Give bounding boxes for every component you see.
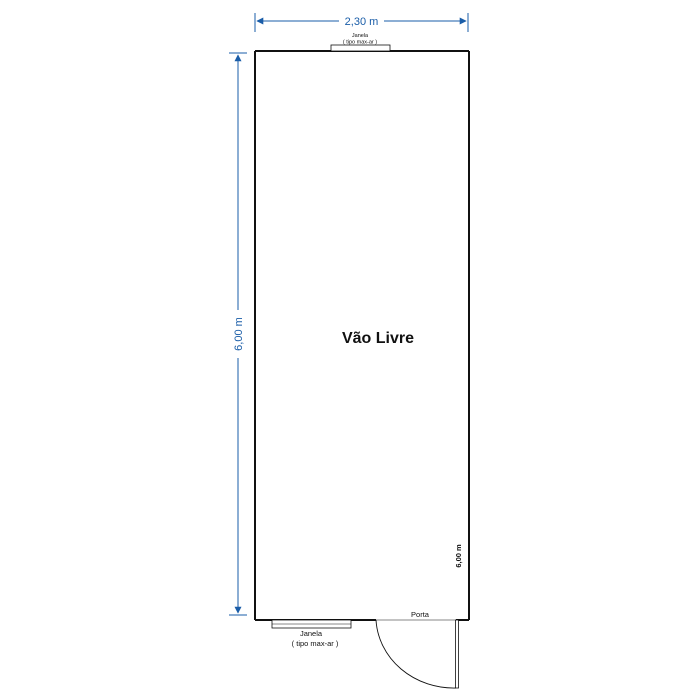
- door: Porta 6,00 m: [375, 544, 463, 689]
- door-swing-arc: [375, 619, 457, 689]
- door-label: Porta: [411, 610, 430, 619]
- room-label: Vão Livre: [342, 330, 414, 347]
- top-window-type: ( tipo max-ar ): [343, 40, 377, 46]
- door-leaf: [455, 619, 459, 689]
- top-window-label: Janela: [352, 33, 369, 39]
- width-dimension: 2,30 m: [254, 13, 469, 32]
- door-side-dimension: 6,00 m: [454, 544, 463, 568]
- width-label: 2,30 m: [345, 16, 379, 28]
- height-dimension: 6,00 m: [229, 52, 247, 616]
- top-window: Janela ( tipo max-ar ): [330, 33, 391, 52]
- height-label: 6,00 m: [233, 317, 245, 351]
- bottom-window-type: ( tipo max-ar ): [292, 639, 339, 648]
- top-window-frame: [330, 44, 391, 52]
- bottom-window-label: Janela: [300, 629, 323, 638]
- bottom-window: Janela ( tipo max-ar ): [271, 619, 352, 648]
